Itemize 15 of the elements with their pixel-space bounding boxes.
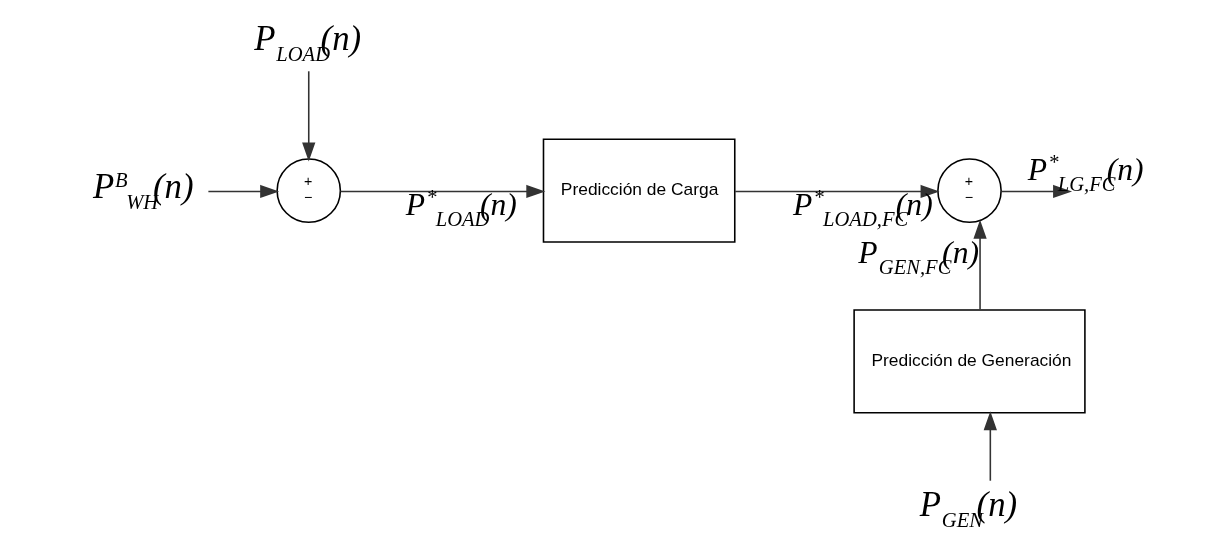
node-text: P$_{LOAD}$(n) [254, 19, 362, 66]
edge-label: P$^{*}$$_{LG,FC}$(n) [1027, 151, 1144, 196]
arrow [207, 184, 280, 199]
node-box: Predicción de Generación [853, 309, 1086, 414]
arrow [734, 184, 940, 199]
edge-label: P$_{GEN,FC}$(n) [858, 234, 979, 278]
arrow [983, 411, 997, 482]
node-circle: + − [276, 158, 342, 224]
arrow [302, 70, 316, 162]
edge-label: P$^{*}$$_{LOAD}$(n) [405, 186, 517, 231]
node-box: Predicción de Carga [542, 138, 736, 243]
arrow [973, 219, 987, 310]
arrow [339, 184, 546, 199]
node-circle: + − [937, 158, 1002, 224]
node-text: P$_{GEN}$(n) [919, 485, 1018, 532]
